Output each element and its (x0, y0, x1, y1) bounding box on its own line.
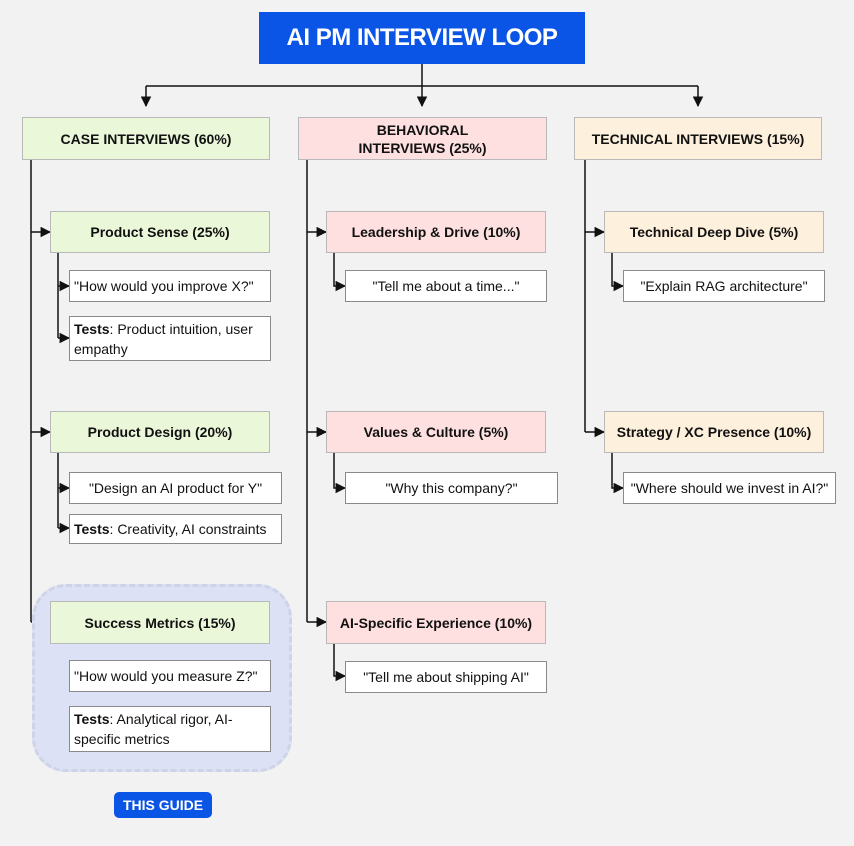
question-product-design: "Design an AI product for Y" (69, 472, 282, 504)
tests-text: : Analytical rigor, AI-specific metrics (74, 711, 233, 747)
column-header-behavioral: BEHAVIORAL INTERVIEWS (25%) (298, 117, 547, 160)
question-ai-specific-experience: "Tell me about shipping AI" (345, 661, 547, 693)
topic-leadership-drive: Leadership & Drive (10%) (326, 211, 546, 253)
tests-label: Tests (74, 321, 110, 337)
tests-product-sense: Tests: Product intuition, user empathy (69, 316, 271, 361)
question-values-culture: "Why this company?" (345, 472, 558, 504)
tests-label: Tests (74, 711, 110, 727)
topic-strategy-presence: Strategy / XC Presence (10%) (604, 411, 824, 453)
topic-success-metrics: Success Metrics (15%) (50, 601, 270, 644)
tests-text: : Product intuition, user empathy (74, 321, 253, 357)
question-strategy-presence: "Where should we invest in AI?" (623, 472, 836, 504)
topic-product-sense: Product Sense (25%) (50, 211, 270, 253)
question-technical-deep-dive: "Explain RAG architecture" (623, 270, 825, 302)
tests-success-metrics: Tests: Analytical rigor, AI-specific met… (69, 706, 271, 752)
topic-values-culture: Values & Culture (5%) (326, 411, 546, 453)
this-guide-badge: THIS GUIDE (114, 792, 212, 818)
page-title: AI PM INTERVIEW LOOP (259, 12, 585, 64)
tests-product-design: Tests: Creativity, AI constraints (69, 514, 282, 544)
question-product-sense: "How would you improve X?" (69, 270, 271, 302)
topic-product-design: Product Design (20%) (50, 411, 270, 453)
tests-label: Tests (74, 521, 110, 537)
question-success-metrics: "How would you measure Z?" (69, 660, 271, 692)
topic-ai-specific-experience: AI-Specific Experience (10%) (326, 601, 546, 644)
question-leadership-drive: "Tell me about a time..." (345, 270, 547, 302)
column-header-case: CASE INTERVIEWS (60%) (22, 117, 270, 160)
column-header-technical: TECHNICAL INTERVIEWS (15%) (574, 117, 822, 160)
tests-text: : Creativity, AI constraints (109, 521, 267, 537)
topic-technical-deep-dive: Technical Deep Dive (5%) (604, 211, 824, 253)
